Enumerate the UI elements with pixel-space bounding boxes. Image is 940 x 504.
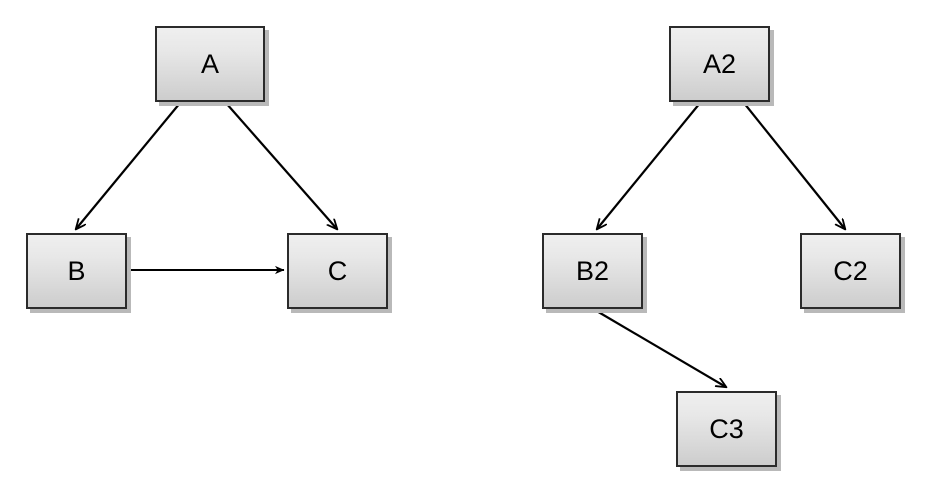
edge-a-c[interactable] [225, 102, 337, 229]
node-c2[interactable]: C2 [800, 233, 901, 309]
node-label-b2: B2 [575, 255, 610, 286]
edge-a-b[interactable] [76, 102, 181, 229]
edge-b2-c3[interactable] [594, 309, 726, 387]
node-c[interactable]: C [287, 233, 388, 309]
edge-a2-c2[interactable] [743, 102, 845, 229]
node-label-a: A [200, 48, 219, 79]
node-c3[interactable]: C3 [676, 391, 777, 467]
node-label-b: B [67, 255, 86, 286]
node-label-c2: C2 [833, 255, 868, 286]
node-a[interactable]: A [155, 26, 265, 102]
node-b[interactable]: B [26, 233, 127, 309]
node-b2[interactable]: B2 [542, 233, 643, 309]
edge-a2-b2[interactable] [597, 102, 701, 229]
node-label-a2: A2 [702, 48, 737, 79]
node-label-c3: C3 [709, 413, 744, 444]
node-label-c: C [327, 255, 348, 286]
node-a2[interactable]: A2 [669, 26, 770, 102]
